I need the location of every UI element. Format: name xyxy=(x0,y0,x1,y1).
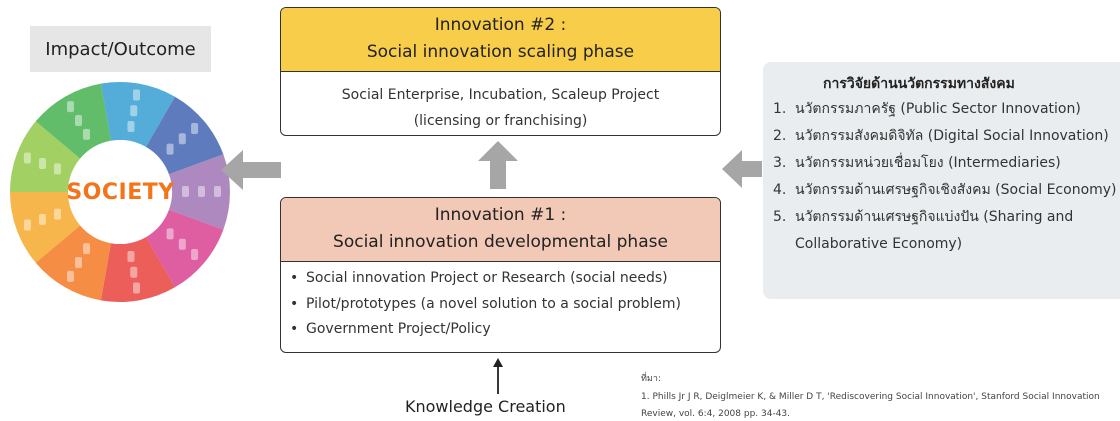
research-list: 1. นวัตกรรมภาครัฐ (Public Sector Innovat… xyxy=(773,96,1120,258)
wheel-figure xyxy=(182,186,189,197)
wheel-segment xyxy=(100,237,175,302)
arrow-up-from-knowledge-icon xyxy=(490,358,506,394)
innovation-2-line-2: (licensing or franchising) xyxy=(413,113,588,129)
wheel-figure xyxy=(166,143,174,155)
innovation-2-subtitle: Social innovation scaling phase xyxy=(366,42,635,62)
wheel-figure xyxy=(75,257,82,269)
research-item: 4. นวัตกรรมด้านเศรษฐกิจเชิงสังคม (Social… xyxy=(773,177,1120,204)
innovation-1-box: Innovation #1 : Social innovation develo… xyxy=(280,197,721,353)
wheel-figure xyxy=(214,186,221,197)
research-item-number: 1. xyxy=(773,101,787,117)
research-item: 3. นวัตกรรมหน่วยเชื่อมโยง (Intermediarie… xyxy=(773,150,1120,177)
research-item-text: นวัตกรรมด้านเศรษฐกิจเชิงสังคม (Social Ec… xyxy=(795,182,1117,198)
innovation-2-box: Innovation #2 : Social innovation scalin… xyxy=(280,7,721,136)
society-wheel-illustration xyxy=(10,82,230,302)
research-panel-title: การวิจัยด้านนวัตกรรมทางสังคม xyxy=(823,76,1015,92)
wheel-segment xyxy=(100,82,175,147)
wheel-figure xyxy=(38,157,46,169)
wheel-segment xyxy=(10,121,81,192)
wheel-center xyxy=(68,140,172,244)
wheel-segment xyxy=(146,209,224,288)
research-item-number: 4. xyxy=(773,182,787,198)
wheel-figure xyxy=(83,128,90,140)
research-item: 5. นวัตกรรมด้านเศรษฐกิจแบ่งปัน (Sharing … xyxy=(773,204,1120,258)
impact-outcome-label: Impact/Outcome xyxy=(30,26,211,72)
innovation-1-title: Innovation #1 : xyxy=(434,205,567,225)
wheel-segment xyxy=(168,154,230,230)
research-panel xyxy=(763,62,1120,299)
arrow-up-to-scaling-icon xyxy=(478,141,518,189)
wheel-figure xyxy=(127,250,135,262)
wheel-figure xyxy=(127,121,135,133)
wheel-figure xyxy=(198,186,205,197)
innovation-2-header: Innovation #2 : Social innovation scalin… xyxy=(281,8,720,72)
source-label: ที่มา: xyxy=(641,374,661,384)
wheel-figure xyxy=(191,248,199,260)
innovation-1-item: Social innovation Project or Research (s… xyxy=(290,266,720,292)
wheel-segment xyxy=(35,225,111,301)
innovation-1-item: Pilot/prototypes (a novel solution to a … xyxy=(290,292,720,318)
wheel-figure xyxy=(178,133,186,145)
research-item-number: 5. xyxy=(773,209,787,225)
research-item-number: 2. xyxy=(773,128,787,144)
wheel-segment xyxy=(146,96,224,175)
research-item-text: นวัตกรรมภาครัฐ (Public Sector Innovation… xyxy=(795,101,1081,117)
innovation-1-header: Innovation #1 : Social innovation develo… xyxy=(281,198,720,262)
wheel-figure xyxy=(67,101,74,113)
wheel-figure xyxy=(191,123,199,135)
arrow-left-to-society-icon xyxy=(221,150,281,190)
innovation-1-item: Government Project/Policy xyxy=(290,317,720,343)
innovation-2-title: Innovation #2 : xyxy=(434,15,567,35)
wheel-figure xyxy=(130,105,138,117)
wheel-figure xyxy=(38,214,46,226)
wheel-figure xyxy=(166,228,174,240)
arrow-left-from-research-icon xyxy=(722,150,762,188)
research-item-text: นวัตกรรมด้านเศรษฐกิจแบ่งปัน (Sharing and… xyxy=(795,209,1074,252)
innovation-1-subtitle: Social innovation developmental phase xyxy=(333,232,668,252)
research-item-number: 3. xyxy=(773,155,787,171)
research-item-text: นวัตกรรมหน่วยเชื่อมโยง (Intermediaries) xyxy=(795,155,1061,171)
knowledge-creation-label: Knowledge Creation xyxy=(405,397,566,416)
innovation-1-list: Social innovation Project or Research (s… xyxy=(281,266,720,343)
wheel-segment xyxy=(10,192,81,263)
research-item: 2. นวัตกรรมสังคมดิจิทัล (Digital Social … xyxy=(773,123,1120,150)
wheel-figure xyxy=(133,282,141,294)
wheel-figure xyxy=(75,114,82,126)
society-label: SOCIETY xyxy=(66,180,175,205)
wheel-figure xyxy=(53,208,61,220)
innovation-2-body: Social Enterprise, Incubation, Scaleup P… xyxy=(281,72,720,134)
wheel-figure xyxy=(133,89,141,101)
research-item: 1. นวัตกรรมภาครัฐ (Public Sector Innovat… xyxy=(773,96,1120,123)
research-item-text: นวัตกรรมสังคมดิจิทัล (Digital Social Inn… xyxy=(795,128,1109,144)
wheel-figure xyxy=(23,152,31,164)
wheel-figure xyxy=(23,219,31,231)
wheel-figure xyxy=(67,270,74,282)
wheel-figure xyxy=(53,163,61,175)
wheel-segment xyxy=(35,83,111,159)
wheel-figure xyxy=(83,243,90,255)
wheel-figure xyxy=(130,266,138,278)
source-citation: 1. Phills Jr J R, Deiglmeier K, & Miller… xyxy=(641,392,1100,419)
innovation-2-line-1: Social Enterprise, Incubation, Scaleup P… xyxy=(341,87,660,103)
wheel-figure xyxy=(178,238,186,250)
